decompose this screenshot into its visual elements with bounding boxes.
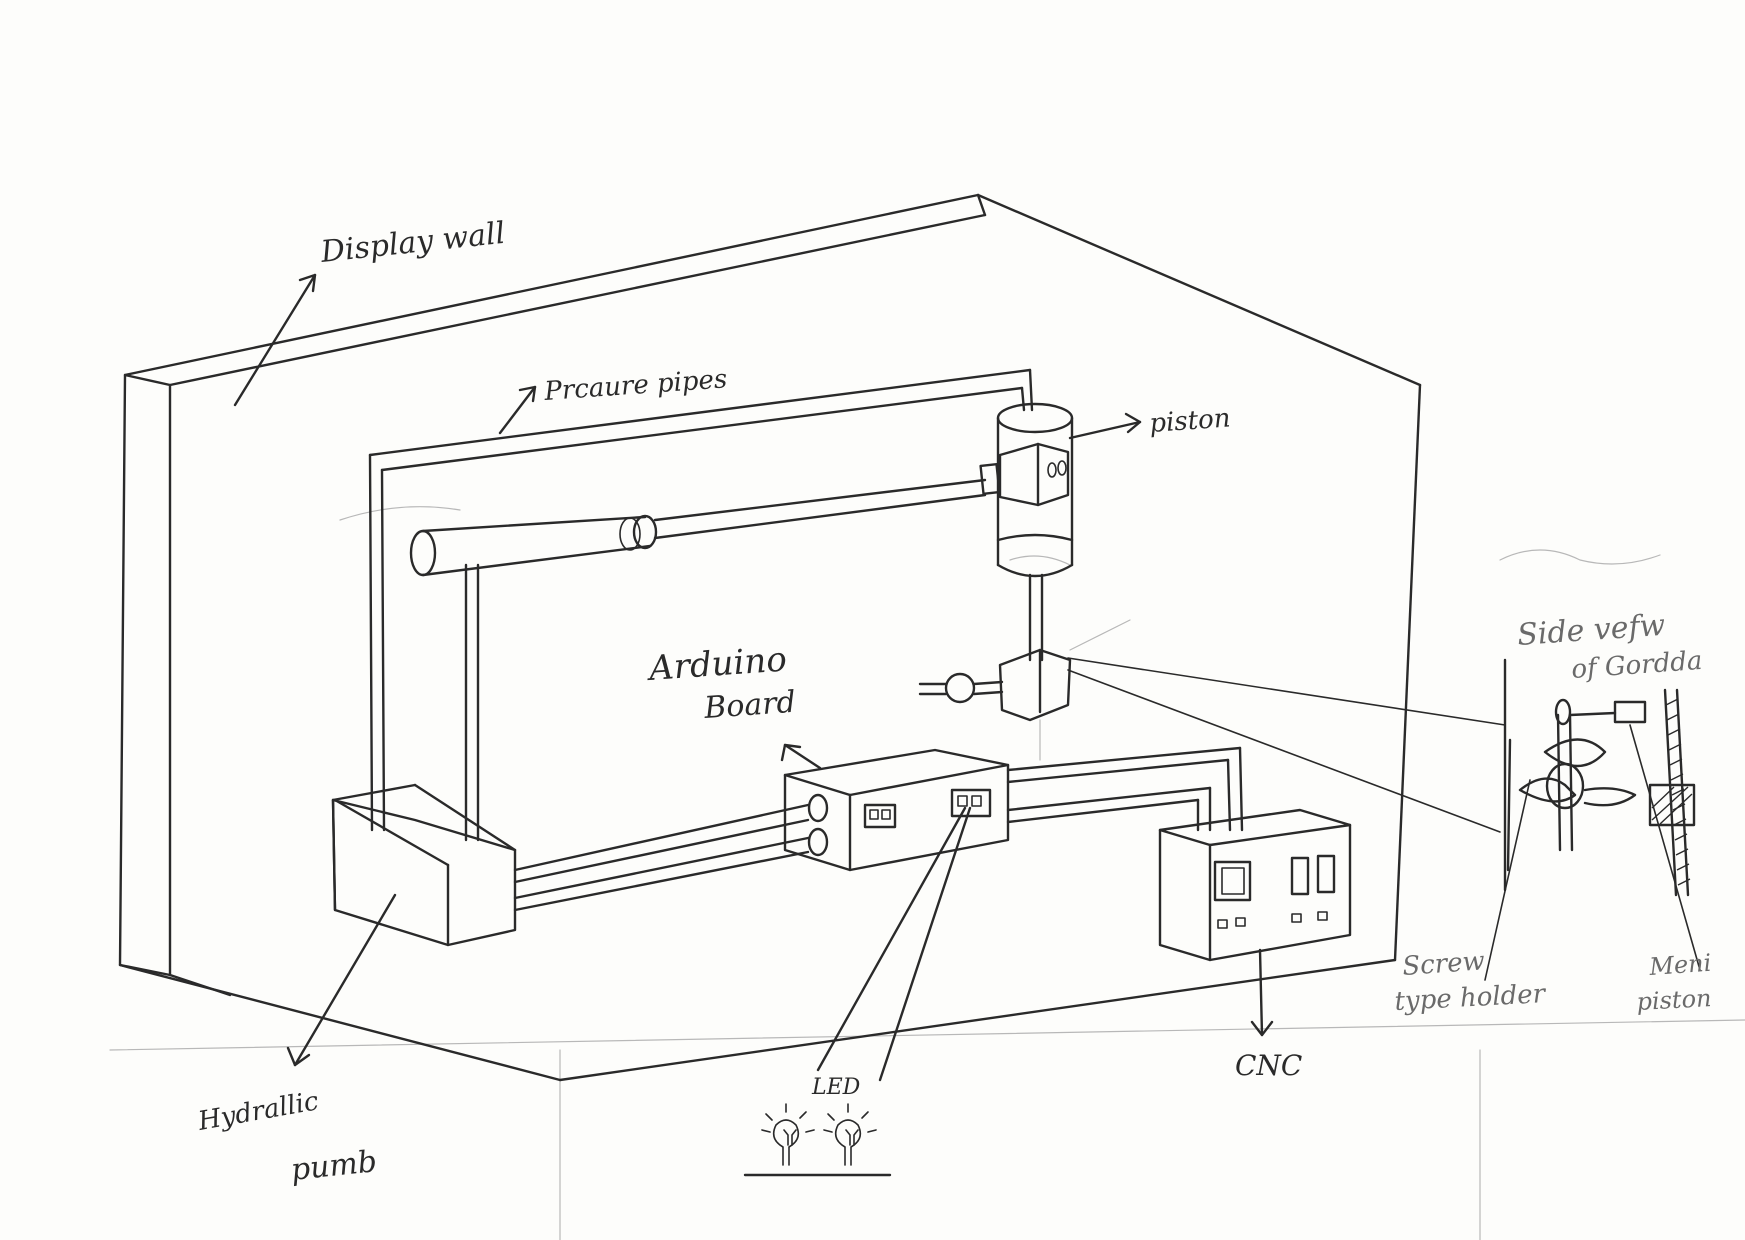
arduino-cnc-pipes: [1006, 746, 1244, 832]
arduino-label-line2: Board: [702, 685, 797, 726]
pressure-pipes: [368, 368, 1034, 842]
side-view-label-line1: Side vefw: [1516, 608, 1667, 653]
arduino-label-line1: Arduino: [645, 639, 788, 689]
hydraulic-pump: [331, 783, 517, 947]
screw-label-line1: Screw: [1401, 946, 1485, 982]
hydraulic-label-line1: Hydrallic: [195, 1086, 321, 1137]
labels: Display wall Prcaure pipes piston Arduin…: [195, 216, 1712, 1188]
piston-cylinder: [996, 402, 1074, 662]
piston-label: piston: [1148, 403, 1231, 439]
display-wall-label: Display wall: [318, 216, 507, 270]
faint-erasures: [109, 506, 1745, 1240]
pointer-arrows: [233, 273, 1274, 1082]
gripper-joint: [918, 648, 1072, 761]
hydraulic-label-line2: pumb: [289, 1144, 378, 1188]
pump-arduino-pipes: [513, 803, 810, 912]
mini-piston-label-line1: Meni: [1647, 949, 1712, 981]
screw-label-line2: type holder: [1394, 979, 1548, 1017]
mini-piston-label-line2: piston: [1636, 984, 1712, 1016]
display-wall: [118, 193, 1422, 1082]
led-bulb-icon: [823, 1103, 877, 1166]
side-view-detail: [1067, 657, 1701, 981]
horizontal-cylinder: [409, 463, 1001, 577]
led-label: LED: [811, 1075, 861, 1100]
led-bulb-icon: [761, 1103, 815, 1166]
arduino-board: [783, 748, 1010, 872]
cnc-label: CNC: [1235, 1049, 1302, 1082]
led-icons: [743, 1103, 892, 1177]
pressure-pipes-label: Prcaure pipes: [542, 364, 728, 407]
side-view-label-line2: of Gordda: [1570, 646, 1703, 685]
cnc-box: [1158, 808, 1352, 962]
